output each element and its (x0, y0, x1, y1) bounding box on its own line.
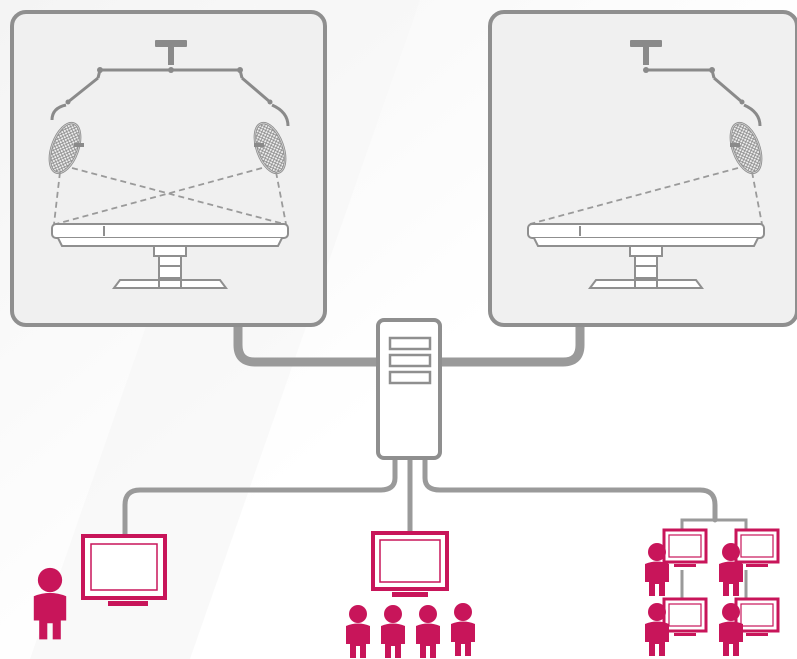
ceiling-mount-right (630, 40, 662, 47)
networked-workstations (645, 518, 780, 656)
server-drive-slot (388, 336, 432, 351)
server-drive-slot (388, 370, 432, 385)
operating-room-right (488, 10, 797, 327)
cable-left-room (233, 318, 387, 367)
server-tower (376, 318, 442, 460)
monitor-icon (81, 534, 167, 606)
network-cables (233, 318, 585, 367)
workstation-links (680, 518, 748, 598)
operating-room-left (10, 10, 327, 327)
single-viewer (33, 534, 167, 640)
monitor-icon (371, 531, 449, 597)
server-drive-slot (388, 353, 432, 368)
ceiling-mount (155, 40, 187, 47)
cable-single-viewer (122, 453, 398, 537)
cable-workstations (422, 453, 718, 523)
endpoint-cables (122, 453, 718, 537)
light-beams-right (529, 167, 763, 225)
light-beams-left (53, 167, 287, 225)
cable-right-room (430, 318, 585, 367)
group-viewers (346, 531, 475, 658)
